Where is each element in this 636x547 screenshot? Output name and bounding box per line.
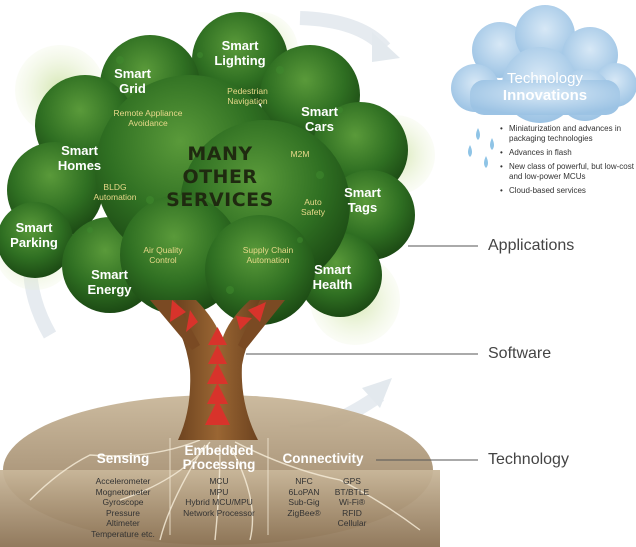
roots [29, 439, 421, 541]
cloud-bullet-list: Miniaturization and advances in packagin… [500, 124, 634, 200]
tech-title-connectivity: Connectivity [282, 451, 364, 466]
cloud-title: Technology Innovations [502, 70, 588, 104]
tech-items-connectivity-right: GPS BT/BTLE Wi-Fi® RFID Cellular [334, 476, 370, 528]
cloud-bullet: Advances in flash [500, 148, 634, 158]
tech-title-sensing: Sensing [96, 451, 150, 466]
tech-items-connectivity-left: NFC 6LoPAN Sub-Gig ZigBee® [287, 476, 321, 518]
cycle-arrowhead-top [372, 32, 400, 62]
connector-lines [246, 245, 478, 461]
subservice-m2m: M2M [290, 149, 310, 159]
rain-drops [468, 128, 494, 168]
many-other-services: MANY OTHER SERVICES [166, 143, 274, 211]
tree-canopy [0, 12, 415, 325]
cloud-bullet: Cloud-based services [500, 186, 634, 196]
layer-label-technology: Technology [488, 451, 569, 468]
ground [0, 395, 636, 547]
layer-label-software: Software [488, 345, 552, 362]
layer-label-applications: Applications [488, 237, 575, 254]
cycle-arrowhead-right [362, 378, 392, 408]
trunk-arrows [170, 300, 266, 425]
cloud-bullet: New class of powerful, but low-cost and … [500, 162, 634, 182]
canopy-icons-texture [67, 52, 383, 294]
tech-items-sensing: Accelerometer Mognetometer Gyroscope Pre… [91, 476, 155, 539]
tech-column-dividers [169, 438, 269, 535]
tech-items-embedded: MCU MPU Hybrid MCU/MPU Network Processor [183, 476, 255, 518]
technology-cloud [451, 5, 636, 123]
cloud-bullet: Miniaturization and advances in packagin… [500, 124, 634, 144]
tech-title-embedded-processing: Embedded Processing [182, 443, 256, 472]
